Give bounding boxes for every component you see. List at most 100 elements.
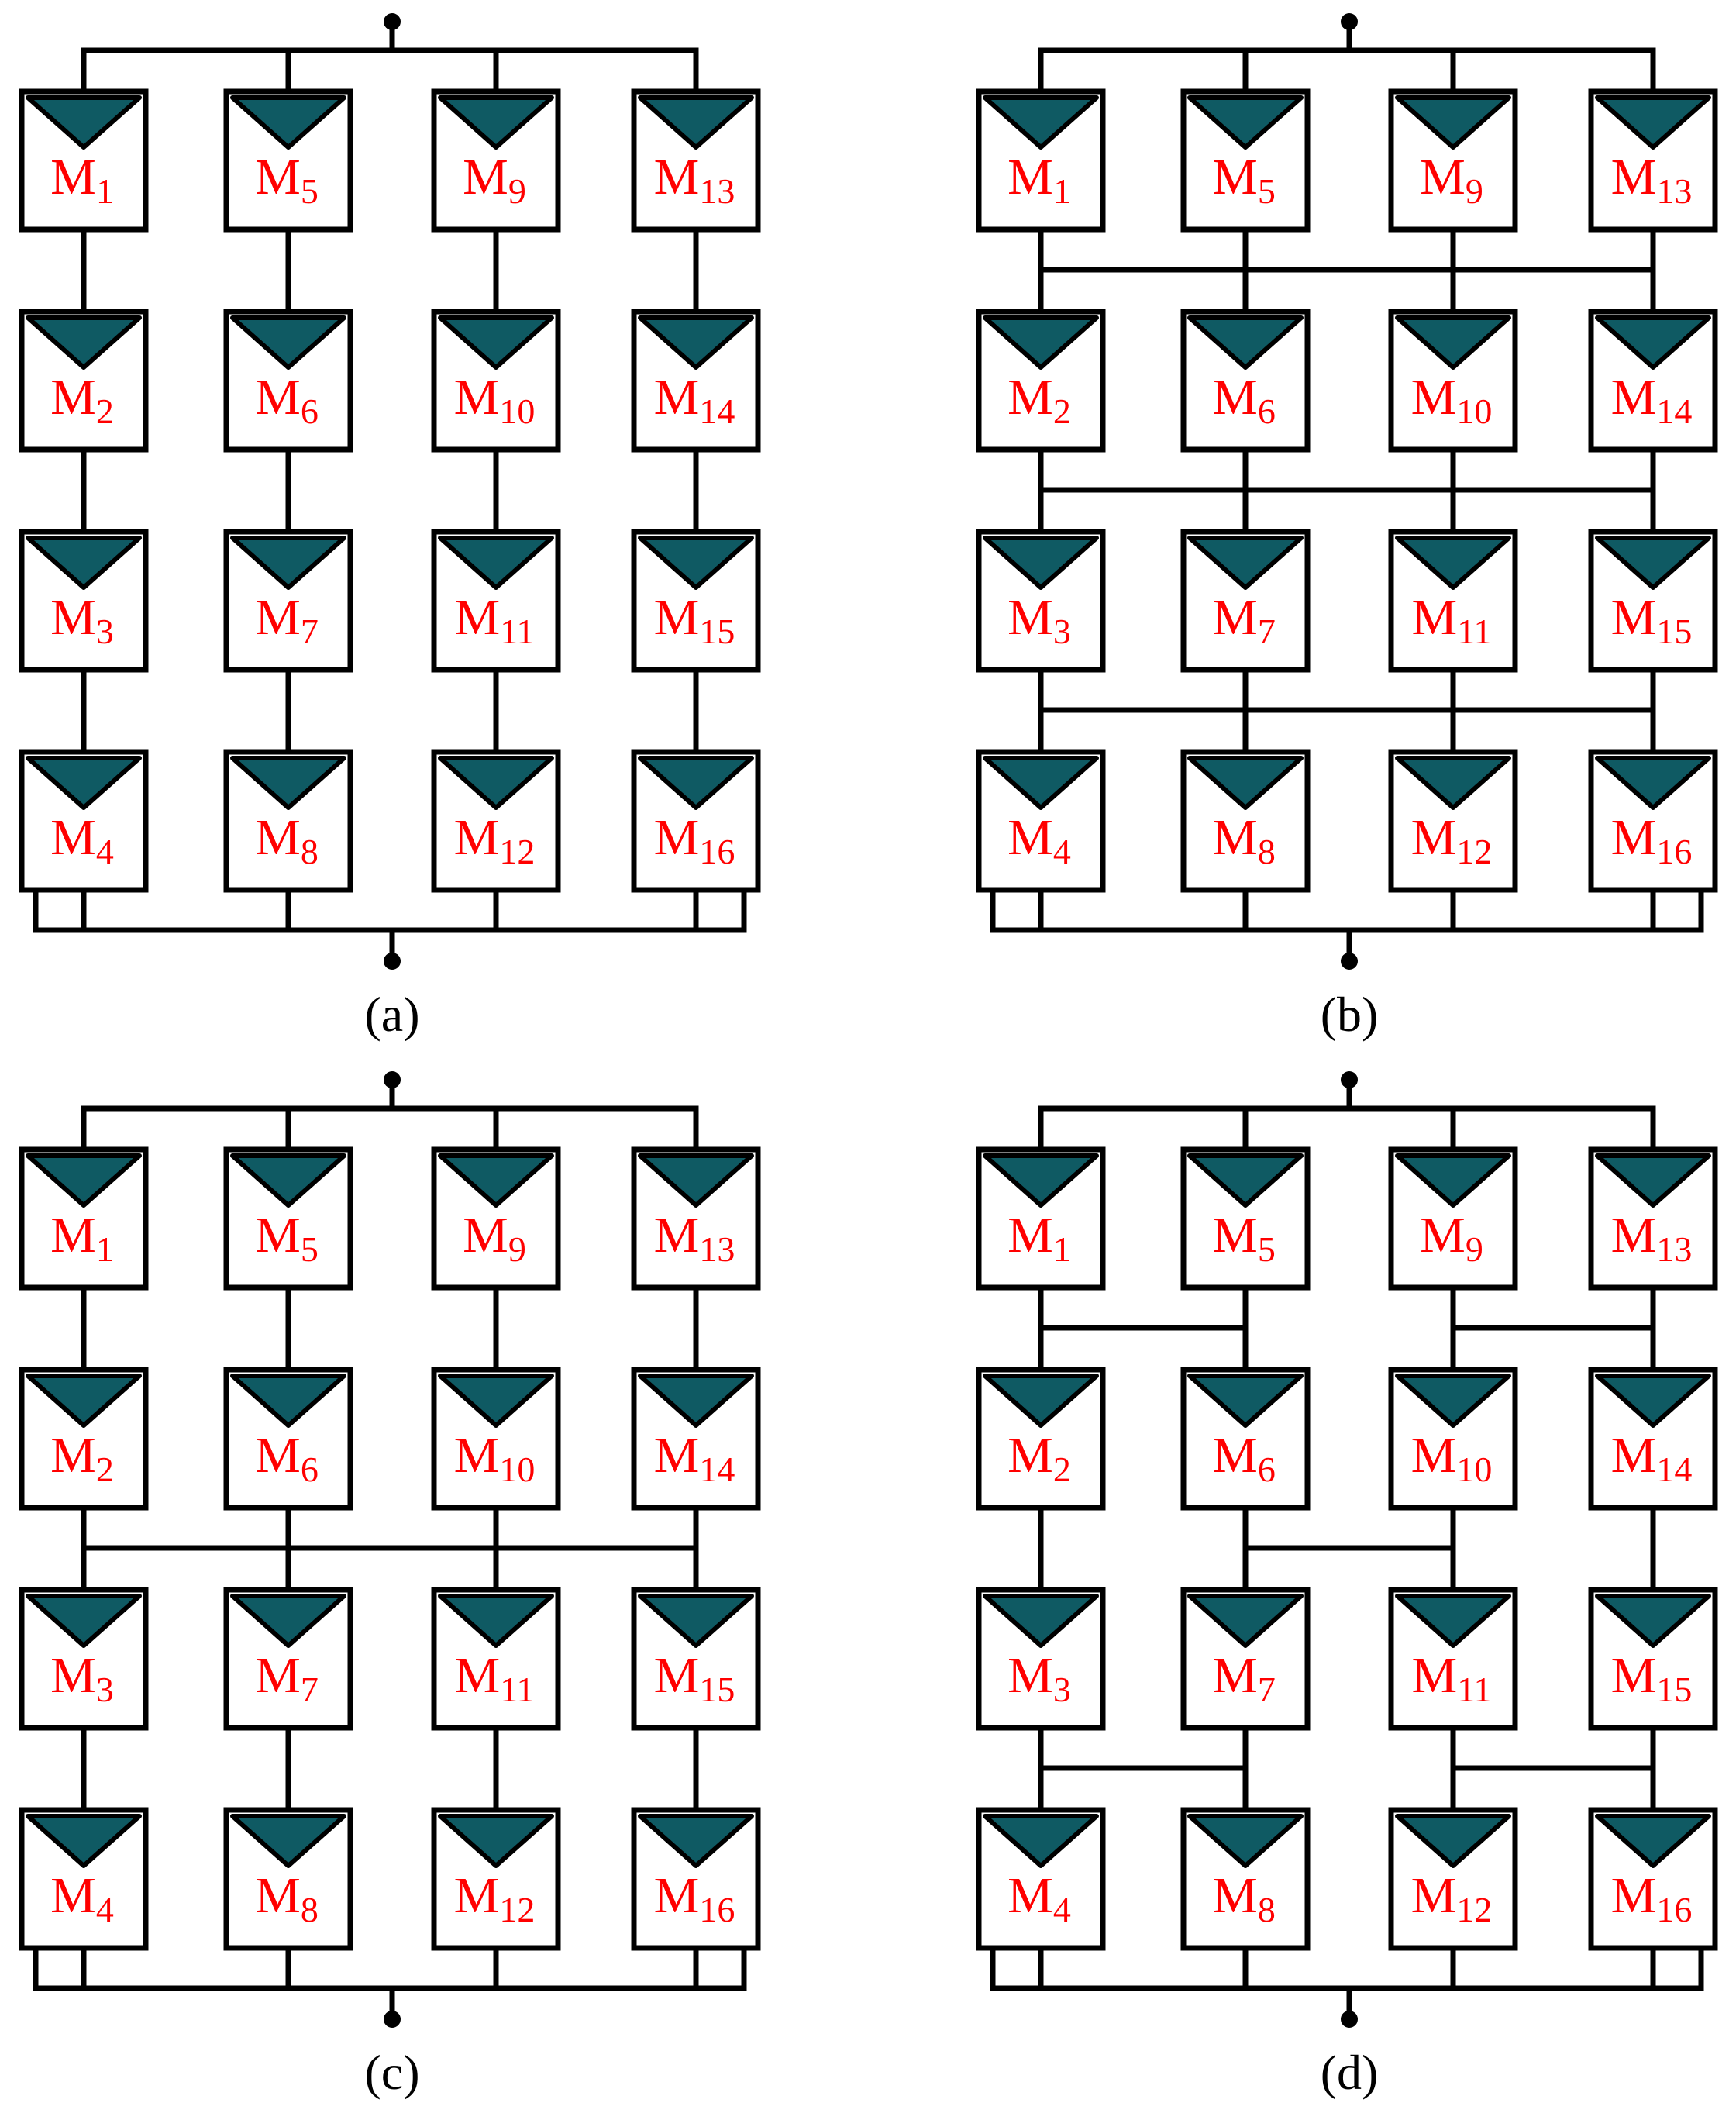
module-label-subscript: 11 (500, 612, 534, 651)
pv-cell-icon (983, 315, 1099, 370)
module-label-subscript: 1 (96, 1229, 114, 1269)
module-label: M5 (1212, 1207, 1276, 1269)
module-label-subscript: 13 (1656, 1229, 1692, 1269)
pv-cell-icon (230, 315, 346, 370)
module-label-base: M (255, 589, 301, 646)
module-label: M5 (255, 1207, 319, 1269)
module-m15: M15 (631, 529, 761, 673)
module-label-base: M (1411, 1867, 1457, 1924)
module-m4: M4 (976, 749, 1106, 893)
pv-cell-icon (638, 756, 754, 810)
module-m16: M16 (631, 749, 761, 893)
module-m1: M1 (976, 1146, 1106, 1291)
module-label-subscript: 3 (1053, 1670, 1071, 1709)
module-label-base: M (255, 1867, 301, 1924)
pv-cell-icon (638, 1153, 754, 1208)
module-label-subscript: 6 (1258, 391, 1276, 431)
module-m13: M13 (1588, 88, 1718, 233)
module-m14: M14 (1588, 1367, 1718, 1511)
module-m15: M15 (1588, 1587, 1718, 1731)
module-label-subscript: 7 (301, 1670, 319, 1709)
module-label-subscript: 11 (1457, 612, 1491, 651)
module-label-subscript: 12 (499, 1890, 535, 1929)
pv-cell-icon (438, 1374, 554, 1428)
module-label-subscript: 15 (1656, 612, 1692, 651)
module-label-subscript: 14 (1656, 1450, 1692, 1489)
pv-cell-icon (438, 95, 554, 150)
module-label-subscript: 12 (1456, 832, 1492, 871)
module-label-base: M (1411, 809, 1457, 866)
module-label: M3 (1008, 1647, 1071, 1709)
module-label-base: M (454, 1427, 500, 1484)
module-m16: M16 (631, 1807, 761, 1951)
module-label: M15 (654, 1647, 735, 1709)
module-m6: M6 (1180, 1367, 1311, 1511)
module-m5: M5 (1180, 1146, 1311, 1291)
module-label: M5 (1212, 149, 1276, 211)
module-label-base: M (50, 1867, 96, 1924)
module-label-base: M (454, 1867, 500, 1924)
module-label-subscript: 14 (699, 391, 735, 431)
panel-d: M1M2M3M4M5M6M7M8M9M10M11M12M13M14M15M16(… (976, 1071, 1718, 2100)
module-label: M1 (1008, 149, 1071, 211)
module-m11: M11 (431, 529, 561, 673)
module-label-base: M (1611, 1207, 1657, 1263)
pv-cell-icon (983, 1153, 1099, 1208)
module-label-base: M (1611, 1867, 1657, 1924)
pv-cell-icon (983, 1374, 1099, 1428)
module-m15: M15 (631, 1587, 761, 1731)
module-m7: M7 (1180, 529, 1311, 673)
top-terminal-dot (1341, 13, 1358, 30)
module-label-base: M (1611, 589, 1657, 646)
pv-cell-icon (230, 1374, 346, 1428)
pv-cell-icon (1187, 315, 1304, 370)
module-label-subscript: 4 (1053, 1890, 1071, 1929)
module-label: M11 (1412, 1647, 1492, 1709)
module-label: M9 (1420, 1207, 1483, 1269)
module-label: M15 (1611, 1647, 1693, 1709)
pv-cell-icon (638, 1594, 754, 1648)
pv-cell-icon (1187, 756, 1304, 810)
module-label: M10 (1411, 1427, 1493, 1489)
module-label: M14 (654, 1427, 735, 1489)
module-m7: M7 (1180, 1587, 1311, 1731)
module-m11: M11 (1388, 1587, 1518, 1731)
pv-cell-icon (638, 536, 754, 590)
module-label-base: M (455, 1647, 501, 1704)
module-m5: M5 (223, 88, 353, 233)
module-m1: M1 (976, 88, 1106, 233)
module-label-subscript: 3 (1053, 612, 1071, 651)
module-m14: M14 (631, 1367, 761, 1511)
module-label: M13 (654, 1207, 735, 1269)
pv-cell-icon (1595, 1814, 1711, 1868)
pv-cell-icon (983, 95, 1099, 150)
module-m3: M3 (976, 529, 1106, 673)
module-label-subscript: 12 (499, 832, 535, 871)
pv-cell-icon (1595, 315, 1711, 370)
module-m8: M8 (223, 749, 353, 893)
module-m4: M4 (976, 1807, 1106, 1951)
module-m11: M11 (1388, 529, 1518, 673)
module-label-base: M (1008, 1647, 1053, 1704)
module-box (223, 88, 353, 233)
pv-cell-icon (1187, 1374, 1304, 1428)
pv-cell-icon (438, 315, 554, 370)
module-m1: M1 (19, 88, 149, 233)
module-label-subscript: 15 (699, 1670, 735, 1709)
module-label-base: M (50, 809, 96, 866)
module-m4: M4 (19, 1807, 149, 1951)
module-label: M15 (654, 589, 735, 651)
pv-cell-icon (230, 1814, 346, 1868)
bottom-terminal-dot (384, 2011, 401, 2028)
module-label-subscript: 3 (96, 612, 114, 651)
module-label-base: M (1212, 809, 1258, 866)
module-label-subscript: 1 (1053, 1229, 1071, 1269)
module-label-subscript: 2 (96, 1450, 114, 1489)
module-label: M7 (1212, 589, 1276, 651)
pv-cell-icon (1187, 1153, 1304, 1208)
module-label-subscript: 3 (96, 1670, 114, 1709)
module-label-base: M (654, 149, 700, 205)
module-m16: M16 (1588, 1807, 1718, 1951)
module-label: M9 (463, 1207, 526, 1269)
module-label-subscript: 7 (1258, 612, 1276, 651)
